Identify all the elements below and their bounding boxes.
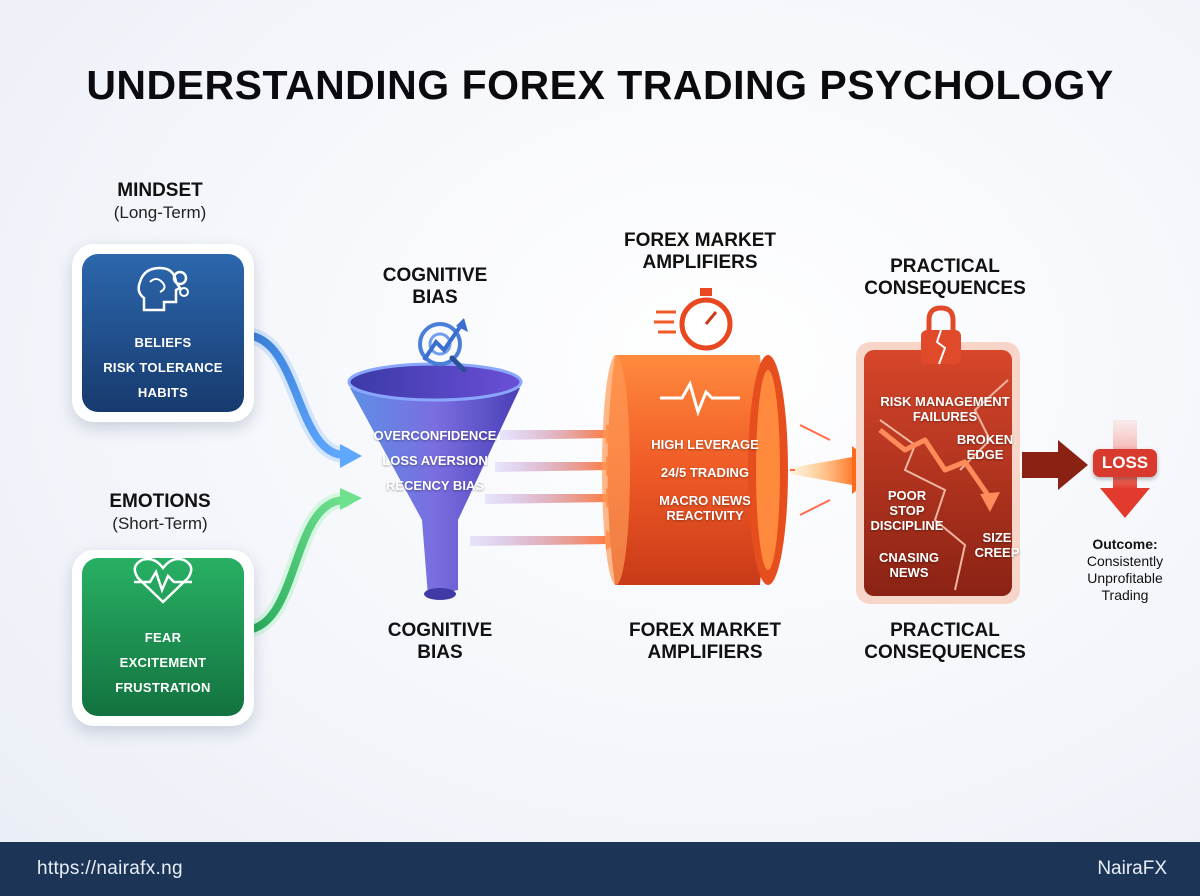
consequences-label-top: PRACTICAL CONSEQUENCES bbox=[864, 256, 1026, 299]
emotions-label: EMOTIONS bbox=[109, 491, 211, 512]
emotions-item: FEAR bbox=[144, 630, 182, 645]
cognitive-item: OVERCONFIDENCE bbox=[373, 428, 497, 443]
loss-badge: LOSS bbox=[1093, 449, 1157, 477]
page-title: UNDERSTANDING FOREX TRADING PSYCHOLOGY bbox=[86, 62, 1114, 108]
consequence-item: CNASING NEWS bbox=[879, 550, 939, 580]
emotions-card: FEAR EXCITEMENT FRUSTRATION bbox=[72, 550, 254, 726]
amplifier-item: HIGH LEVERAGE bbox=[651, 437, 759, 452]
broken-lock-icon bbox=[917, 304, 965, 368]
mindset-label: MINDSET bbox=[117, 180, 203, 201]
footer-url[interactable]: https://nairafx.ng bbox=[37, 858, 183, 879]
stopwatch-icon bbox=[654, 284, 738, 354]
amplifiers-label-bottom: FOREX MARKET AMPLIFIERS bbox=[629, 620, 781, 663]
emotions-item: EXCITEMENT bbox=[119, 655, 207, 670]
footer-bar bbox=[0, 842, 1200, 896]
outcome-label: Outcome: bbox=[1092, 536, 1158, 552]
mindset-item: RISK TOLERANCE bbox=[103, 360, 223, 375]
target-chart-icon bbox=[410, 308, 476, 374]
cognitive-label-bottom: COGNITIVE BIAS bbox=[387, 620, 493, 663]
amplifiers-label-top: FOREX MARKET AMPLIFIERS bbox=[624, 230, 776, 273]
mindset-item: HABITS bbox=[137, 385, 189, 400]
outcome-text: Consistently Unprofitable Trading bbox=[1086, 553, 1164, 603]
cognitive-item: LOSS AVERSION bbox=[382, 453, 488, 468]
mindset-item: BELIEFS bbox=[134, 335, 192, 350]
amplifier-item: 24/5 TRADING bbox=[660, 465, 750, 480]
consequence-item: RISK MANAGEMENT FAILURES bbox=[880, 394, 1010, 424]
consequence-item: BROKEN EDGE bbox=[956, 432, 1014, 462]
heart-pulse-icon bbox=[130, 557, 196, 606]
emotions-item: FRUSTRATION bbox=[115, 680, 211, 695]
footer-brand: NairaFX bbox=[1097, 858, 1167, 879]
mindset-card: BELIEFS RISK TOLERANCE HABITS bbox=[72, 244, 254, 422]
consequence-item: POOR STOP DISCIPLINE bbox=[870, 488, 944, 533]
amplifier-item: MACRO NEWS REACTIVITY bbox=[659, 493, 751, 523]
brain-gear-icon bbox=[134, 262, 194, 316]
cognitive-label-top: COGNITIVE BIAS bbox=[382, 265, 488, 308]
cognitive-item: RECENCY BIAS bbox=[385, 478, 484, 493]
emotions-sub: (Short-Term) bbox=[112, 514, 208, 533]
consequence-item: SIZE CREEP bbox=[974, 530, 1020, 560]
consequences-label-bottom: PRACTICAL CONSEQUENCES bbox=[864, 620, 1026, 663]
mindset-sub: (Long-Term) bbox=[113, 203, 207, 222]
